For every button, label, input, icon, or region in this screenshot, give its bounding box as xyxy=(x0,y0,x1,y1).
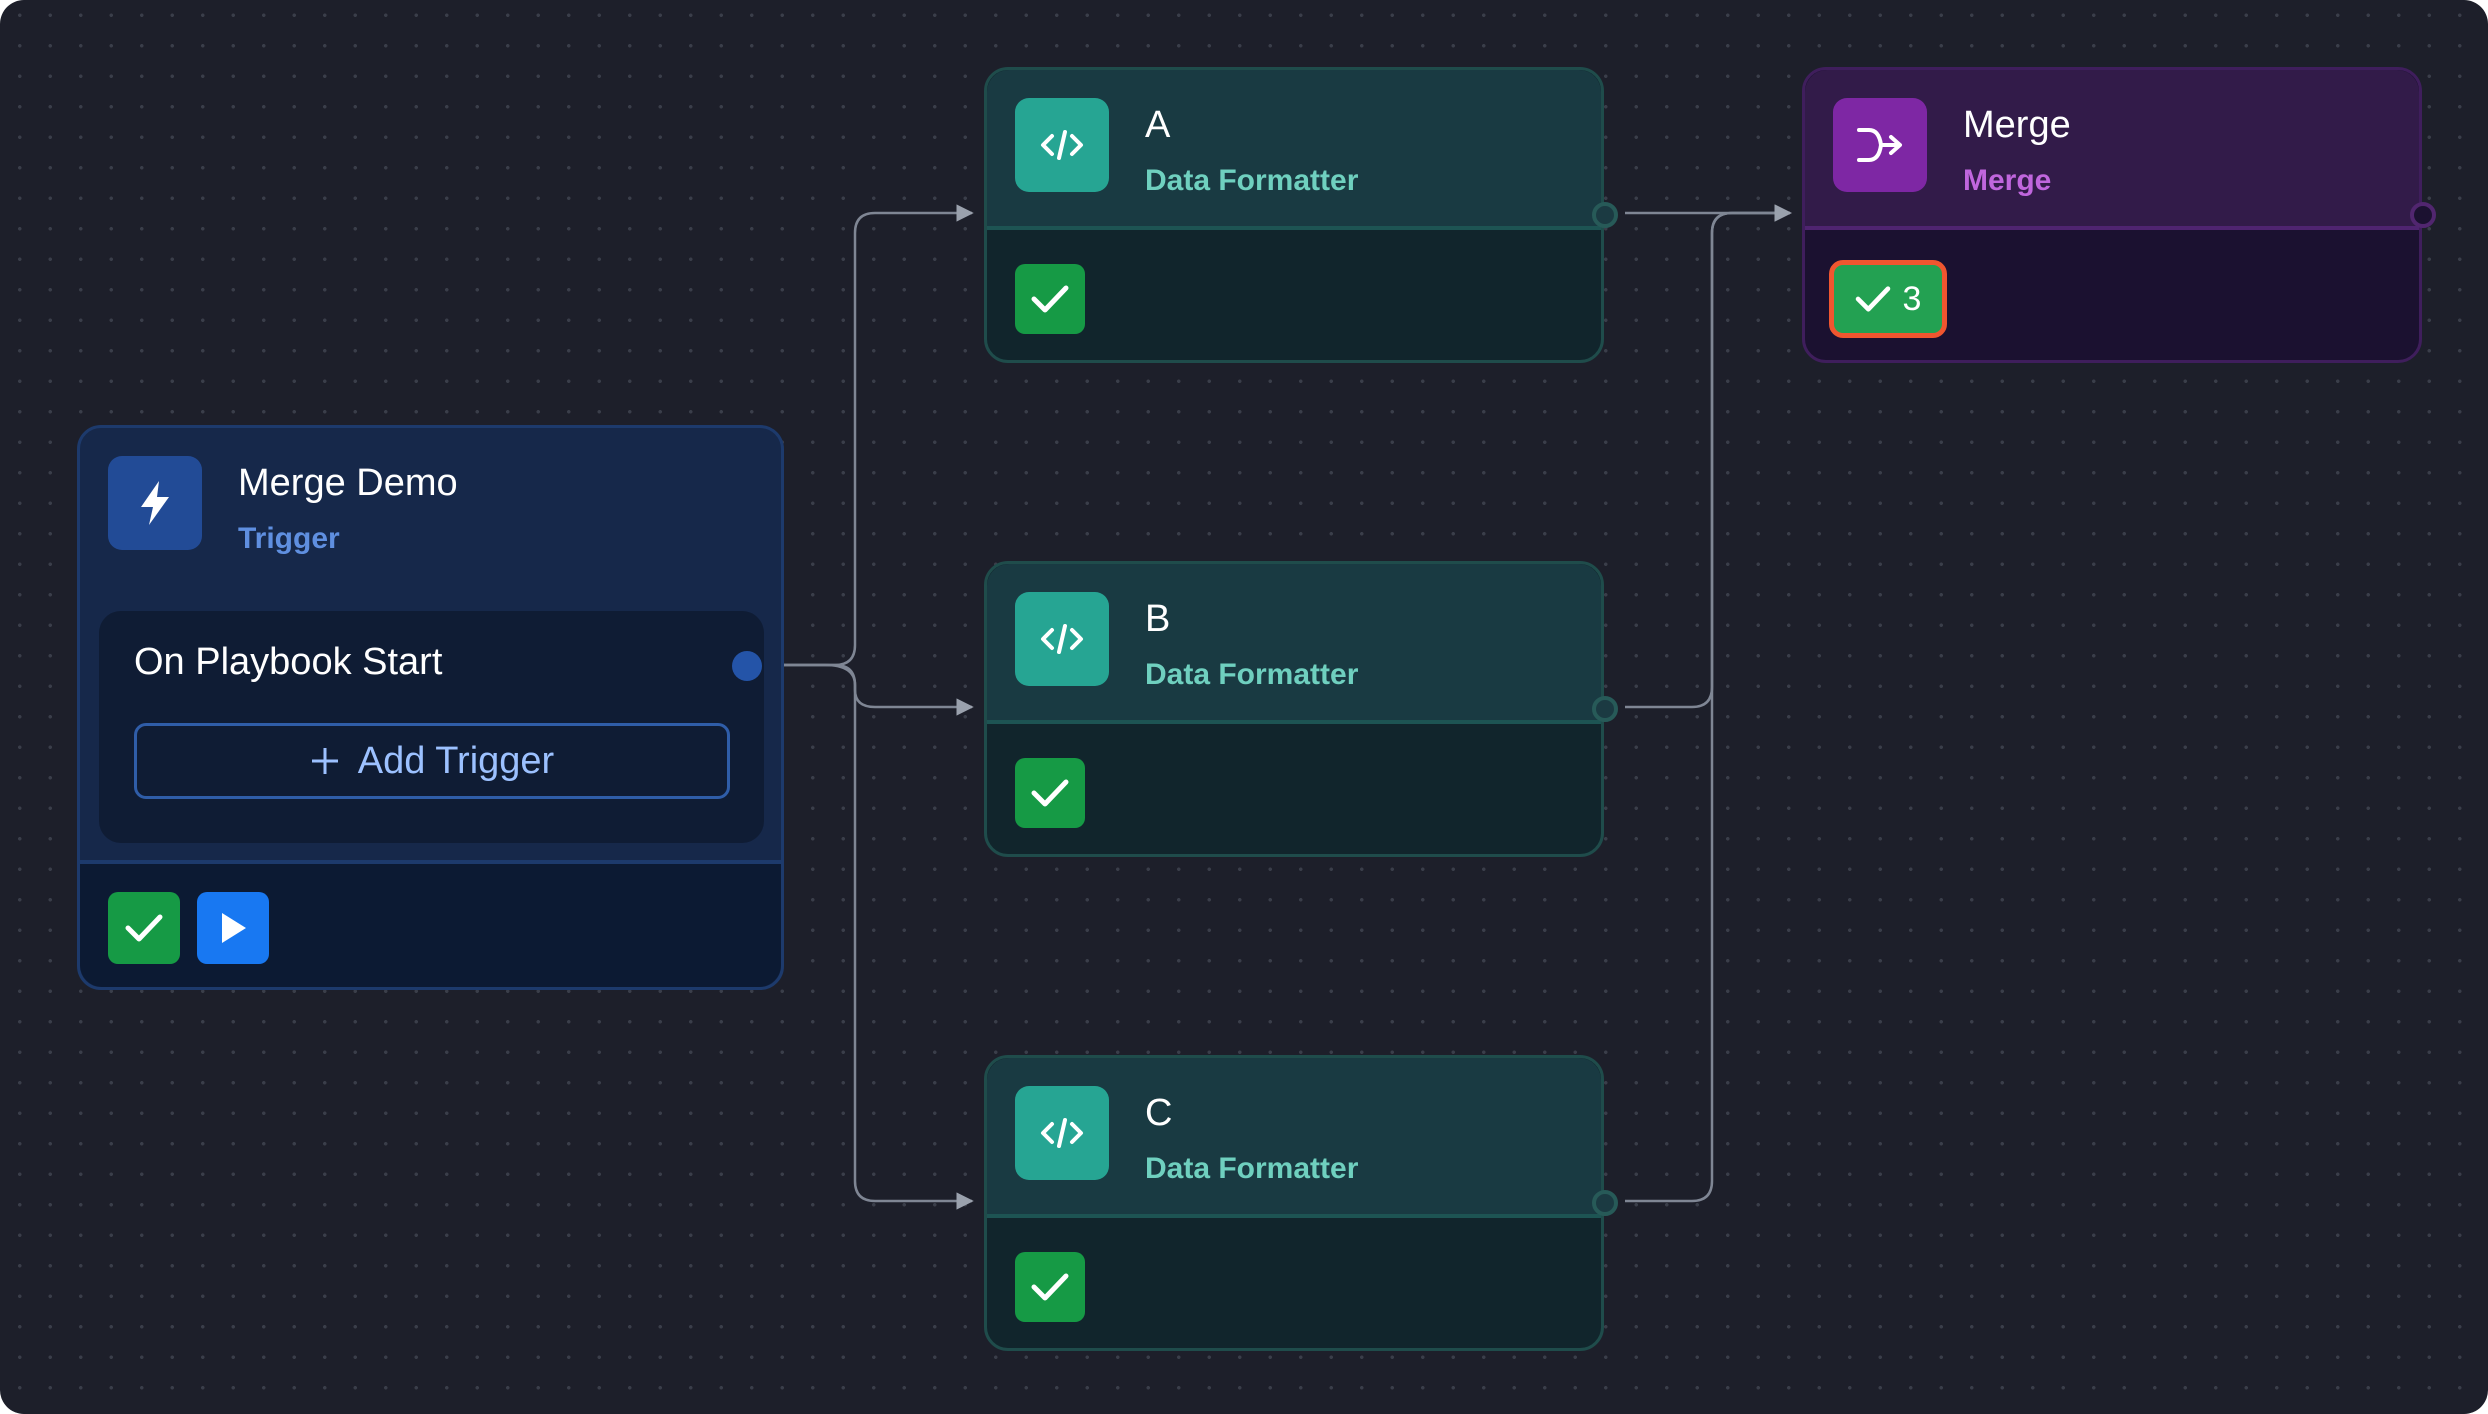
add-trigger-button[interactable]: Add Trigger xyxy=(134,723,730,799)
formatter-status-badge[interactable] xyxy=(1015,264,1085,334)
trigger-status-badge[interactable] xyxy=(108,892,180,964)
edge-c-to-merge xyxy=(1625,204,1792,1203)
check-icon xyxy=(1031,1273,1069,1301)
trigger-node-title: Merge Demo xyxy=(238,462,458,504)
check-icon xyxy=(1031,285,1069,313)
play-icon xyxy=(222,913,246,943)
merge-node-header[interactable]: Merge Merge xyxy=(1805,70,2436,230)
lightning-icon xyxy=(108,456,202,550)
edge-b-to-merge xyxy=(1625,204,1792,709)
formatter-node-title: B xyxy=(1145,598,1171,640)
merge-count: 3 xyxy=(1902,279,1922,318)
merge-output-port[interactable] xyxy=(2410,202,2436,228)
trigger-node[interactable]: Merge Demo Trigger On Playbook Start Add… xyxy=(77,425,784,990)
trigger-output-port[interactable] xyxy=(732,651,762,681)
merge-status-badge[interactable]: 3 xyxy=(1829,260,1947,338)
code-icon xyxy=(1015,1086,1109,1180)
trigger-node-footer xyxy=(80,860,781,987)
check-icon xyxy=(125,914,163,942)
formatter-output-port[interactable] xyxy=(1592,202,1618,228)
formatter-node-c[interactable]: C Data Formatter xyxy=(984,1055,1618,1351)
check-icon xyxy=(1855,286,1890,312)
code-icon xyxy=(1015,98,1109,192)
merge-node[interactable]: Merge Merge 3 xyxy=(1802,67,2436,363)
edge-trigger-to-a xyxy=(730,204,974,667)
formatter-node-subtitle: Data Formatter xyxy=(1145,658,1359,691)
formatter-node-header[interactable]: B Data Formatter xyxy=(987,564,1618,724)
plus-icon xyxy=(311,748,338,774)
formatter-output-port[interactable] xyxy=(1592,1190,1618,1216)
formatter-node-title: A xyxy=(1145,104,1171,146)
trigger-node-subtitle: Trigger xyxy=(238,522,340,555)
formatter-status-badge[interactable] xyxy=(1015,1252,1085,1322)
formatter-node-header[interactable]: C Data Formatter xyxy=(987,1058,1618,1218)
add-trigger-label: Add Trigger xyxy=(357,739,555,782)
formatter-status-badge[interactable] xyxy=(1015,758,1085,828)
merge-node-title: Merge xyxy=(1963,104,2071,146)
merge-node-subtitle: Merge xyxy=(1963,164,2052,197)
check-icon xyxy=(1031,779,1069,807)
formatter-node-subtitle: Data Formatter xyxy=(1145,1152,1359,1185)
formatter-node-a[interactable]: A Data Formatter xyxy=(984,67,1618,363)
trigger-event-label: On Playbook Start xyxy=(134,641,443,683)
merge-icon xyxy=(1833,98,1927,192)
formatter-node-b[interactable]: B Data Formatter xyxy=(984,561,1618,857)
code-icon xyxy=(1015,592,1109,686)
formatter-output-port[interactable] xyxy=(1592,696,1618,722)
run-button[interactable] xyxy=(197,892,269,964)
formatter-node-title: C xyxy=(1145,1092,1173,1134)
trigger-node-header[interactable]: Merge Demo Trigger xyxy=(80,428,781,628)
formatter-node-subtitle: Data Formatter xyxy=(1145,164,1359,197)
trigger-event-panel: On Playbook Start Add Trigger xyxy=(99,611,764,843)
edge-trigger-to-c xyxy=(730,663,974,1210)
formatter-node-header[interactable]: A Data Formatter xyxy=(987,70,1618,230)
